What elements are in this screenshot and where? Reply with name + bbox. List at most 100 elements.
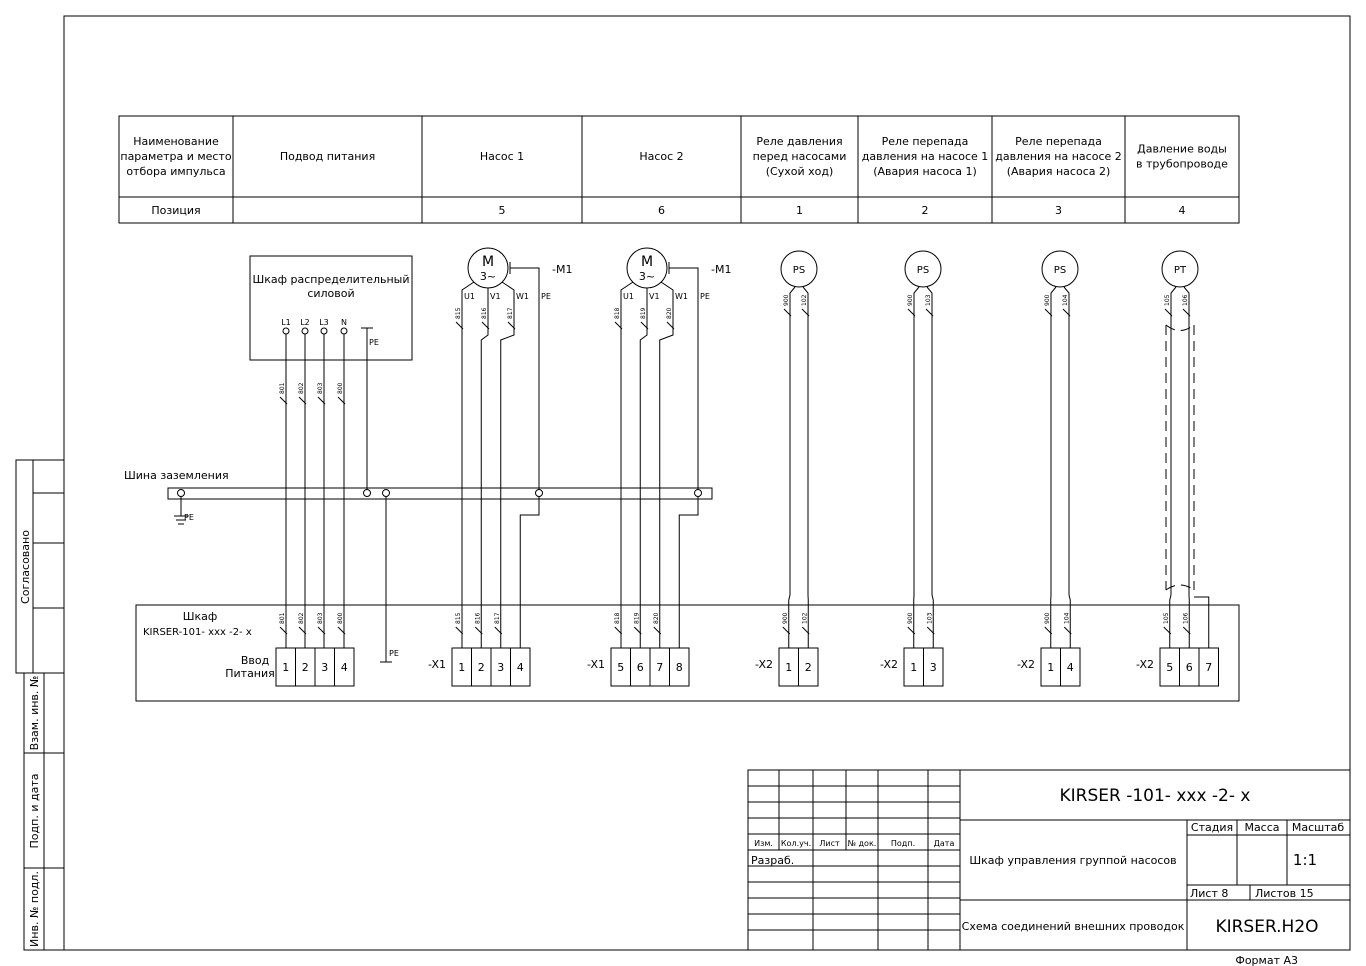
wire-tick [317,626,326,635]
document-name: Схема соединений внешних проводок [962,920,1185,933]
terminal-strip-label: -X2 [1017,658,1035,671]
terminal-number: 2 [805,661,812,674]
cable-shield [1165,324,1195,591]
position-cell: 2 [922,204,929,217]
column-header: перед насосами [753,150,847,163]
wire-tick [317,396,326,405]
wire-tick [633,626,642,635]
motor-letter: M [482,254,494,270]
column-header: Реле перепада [882,135,969,148]
wire-tick [907,626,916,635]
pe-label: PE [369,338,379,347]
wire-number: 900 [907,294,914,306]
wire-number: 102 [801,294,808,306]
motor-letter: M [641,254,653,270]
wire-line [669,267,699,490]
position-cell: 1 [796,204,803,217]
scale-value: 1:1 [1293,851,1317,869]
wire-number: 900 [1044,612,1051,624]
wire-number: 820 [653,612,660,624]
title-block-frame [747,769,1351,951]
wire-line [620,281,634,648]
wire-line [510,267,540,490]
position-cell: 4 [1179,204,1186,217]
wire-number: 801 [279,612,286,624]
column-header: Давление воды [1137,143,1227,156]
wire-number: 816 [474,612,481,624]
wire-number: 802 [298,382,305,394]
wire-tick [279,396,288,405]
wire-tick [507,321,516,330]
wire-tick [455,321,464,330]
sensor-type: PT [1174,265,1187,276]
wire-tick [298,396,307,405]
wire-number: 102 [801,612,808,624]
wire-tick [1044,626,1053,635]
terminal-number: 7 [1205,661,1212,674]
wire-tick [907,308,916,317]
terminal-number: 4 [517,661,524,674]
wire-number: 800 [337,612,344,624]
terminal-label: L3 [319,318,329,327]
terminal-number: 3 [497,661,504,674]
column-header: Реле давления [756,135,842,148]
pe-label: PE [389,649,399,658]
wire-line [519,496,540,648]
wire-number: 106 [1182,294,1189,306]
sensor-type: PS [1054,265,1066,276]
sensor-symbol [904,250,942,288]
wire-number: 802 [298,612,305,624]
terminal-strip-label: -X2 [755,658,773,671]
wire-tick [783,308,792,317]
column-header: Насос 1 [480,150,524,163]
column-header: Насос 2 [639,150,683,163]
wire-line [788,286,796,648]
column-header: давления на насосе 2 [995,150,1122,163]
terminal-strip-label: -X1 [587,658,605,671]
sign-date-label: Подп. и дата [28,774,41,849]
label: Шкаф [183,610,218,623]
wire-tick [298,626,307,635]
wire-number: 900 [1044,294,1051,306]
wire-tick [1182,626,1191,635]
bus-connection-point [535,489,543,497]
label: Шкаф распределительный [252,273,409,286]
column-header: параметра и место [120,150,232,163]
pin-label: PE [700,292,710,301]
product-name: Шкаф управления группой насосов [969,854,1176,867]
revision-header: Изм. [754,839,773,848]
bus-connection-point [177,489,185,497]
wire-tick [279,626,288,635]
designation: KIRSER -101- xxx -2- x [1060,786,1251,806]
terminal-number: 3 [930,661,937,674]
wire-tick [474,626,483,635]
wire-number: 900 [782,612,789,624]
terminal-label: L2 [300,318,310,327]
position-cell: 5 [499,204,506,217]
pin-label: PE [541,292,551,301]
wire-number: 815 [455,612,462,624]
wire-number: 104 [1062,294,1069,306]
wire-number: 803 [317,382,324,394]
distribution-cabinet-box [249,255,413,361]
wire-line [659,281,674,648]
revision-header: Дата [934,839,955,848]
wire-number: 106 [1182,612,1189,624]
terminal-number: 1 [910,661,917,674]
wire-number: 816 [481,307,488,319]
wire-number: 803 [317,612,324,624]
terminal-number: 6 [637,661,644,674]
motor-phases: 3~ [639,270,655,283]
wire-tick [925,308,934,317]
position-cell: 6 [658,204,665,217]
terminal-number: 1 [282,661,289,674]
pin-label: U1 [464,292,475,301]
